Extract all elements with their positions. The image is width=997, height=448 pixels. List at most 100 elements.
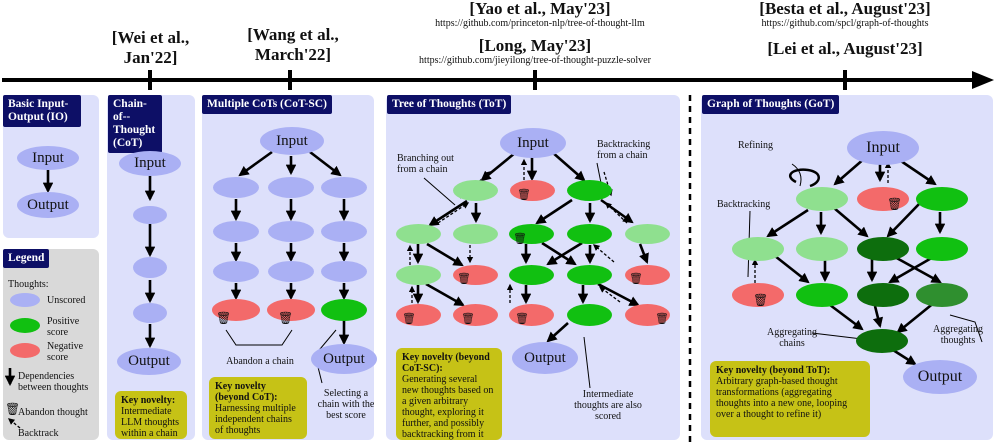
cotsc-thought-node [321,221,367,242]
tot-thought-node [453,224,498,244]
tot-branching-label: Branching out from a chain [397,153,454,175]
legend-abandon-label: Abandon thought [18,407,88,418]
legend-thoughts-label: Thoughts: [8,279,49,290]
cotsc-input-node: Input [260,127,324,155]
trash-icon: 🗑 [457,273,471,285]
trash-icon: 🗑 [655,313,669,325]
cot-novelty-head: Key novelty: [121,395,176,406]
citation-yao: [Yao et al., May'23] [469,0,611,18]
cot-thought-node [133,303,167,323]
got-input-node: Input [847,131,919,165]
legend-positive-swatch [10,318,40,333]
cotsc-thought-node [213,221,259,242]
tot-negative-node [453,304,498,326]
tot-positive-node [567,180,612,201]
got-novelty-box: Key novelty (beyond ToT): Arbitrary grap… [710,361,870,437]
got-novelty-head: Key novelty (beyond ToT): [716,365,831,376]
cotsc-thought-node [268,221,314,242]
legend-positive-label: Positive score [47,316,80,338]
tot-positive-node [567,265,612,285]
url-besta[interactable]: https://github.com/spcl/graph-of-thought… [761,18,929,29]
cotsc-output-node: Output [311,344,377,374]
tot-novelty-text: Generating several new thoughts based on… [402,374,494,440]
tot-negative-node [396,304,441,326]
got-positive-node [916,187,968,211]
trash-icon: 🗑 [216,311,232,325]
trash-icon: 🗑 [278,311,294,325]
legend-backtrack-label: Backtrack [18,428,59,439]
trash-icon: 🗑 [753,293,769,307]
cot-output-node: Output [117,348,181,375]
cot-title: Chain-of--Thought (CoT) [108,95,162,153]
tot-input-node: Input [500,128,566,158]
cot-novelty-box: Key novelty: Intermediate LLM thoughts w… [115,391,187,439]
cotsc-thought-node [268,261,314,282]
tot-negative-node [625,304,670,326]
timeline-arrowhead [972,71,994,89]
legend-negative-swatch [10,343,40,358]
trash-icon: 🗑 [887,197,903,211]
trash-icon: 🗑 [5,402,21,416]
got-output-node: Output [903,360,977,394]
tot-novelty-head: Key novelty (beyond CoT-SC): [402,352,490,374]
trash-icon: 🗑 [629,273,643,285]
legend-negative-label: Negative score [47,341,84,363]
trash-icon: 🗑 [461,313,475,325]
got-positive-node [916,237,968,261]
cotsc-select-label: Selecting a chain with the best score [317,388,375,421]
tot-thought-node [453,180,498,201]
got-negative-node [732,283,784,307]
io-input-node: Input [17,146,79,170]
tot-intermediate-label: Intermediate thoughts are also scored [574,389,642,422]
cotsc-thought-node [213,177,259,198]
citation-wei: [Wei et al., Jan'22] [111,28,190,67]
cot-input-node: Input [119,151,181,176]
got-aggregate-node [856,329,908,353]
cotsc-thought-node [321,177,367,198]
cot-thought-node [133,257,167,278]
tot-positive-node [509,224,554,244]
got-thought-node [796,187,848,211]
got-title: Graph of Thoughts (GoT) [702,95,840,114]
cotsc-novelty-head: Key novelty (beyond CoT): [215,381,278,403]
got-positive-node [796,283,848,307]
tot-novelty-box: Key novelty (beyond CoT-SC): Generating … [396,348,502,440]
url-yao[interactable]: https://github.com/princeton-nlp/tree-of… [435,18,645,29]
url-long[interactable]: https://github.com/jieyilong/tree-of-tho… [419,55,651,66]
cot-novelty-text: Intermediate LLM thoughts within a chain [121,406,180,439]
cotsc-novelty-text: Harnessing multiple independent chains o… [215,403,296,436]
got-thought-node [732,237,784,261]
legend-unscored-swatch [10,293,40,307]
got-positive-node [916,283,968,307]
legend-title: Legend [3,249,50,268]
io-output-node: Output [17,192,79,218]
cot-thought-node [133,206,167,224]
legend-unscored-label: Unscored [47,295,86,306]
tot-positive-node [567,304,612,326]
cotsc-novelty-box: Key novelty (beyond CoT): Harnessing mul… [209,377,307,439]
got-backtracking-label: Backtracking [717,199,771,210]
got-negative-node [857,187,909,211]
got-agg-thoughts-label: Aggregating thoughts [933,324,983,346]
tot-title: Tree of Thoughts (ToT) [387,95,512,114]
trash-icon: 🗑 [402,313,416,325]
tot-negative-node [625,265,670,285]
got-refining-label: Refining [738,140,773,151]
cotsc-thought-node [268,177,314,198]
citation-besta: [Besta et al., August'23] [759,0,931,18]
tot-negative-node [453,265,498,285]
tot-negative-node [510,180,555,201]
cotsc-abandon-label: Abandon a chain [226,356,294,367]
tot-thought-node [625,224,670,244]
got-agg-chains-label: Aggregating chains [767,327,817,349]
citation-wang: [Wang et al., March'22] [247,25,339,64]
tot-thought-node [396,265,441,285]
citation-lei: [Lei et al., August'23] [767,39,923,58]
trash-icon: 🗑 [513,233,527,245]
cotsc-thought-node [321,261,367,282]
legend-dependencies-label: Dependencies between thoughts [18,371,89,393]
tot-output-node: Output [512,342,578,374]
cotsc-title: Multiple CoTs (CoT-SC) [202,95,332,114]
